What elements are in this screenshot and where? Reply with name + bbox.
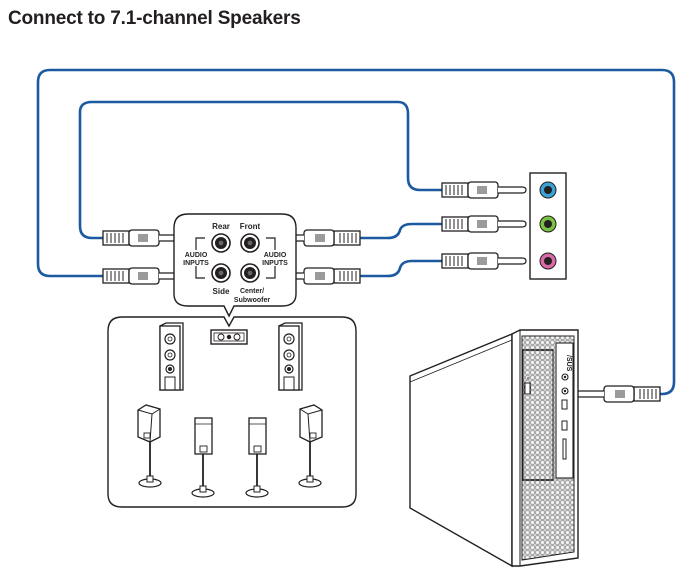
label-audio-inputs-right-2: INPUTS (262, 260, 288, 267)
front-right-speaker-icon (278, 322, 303, 391)
plug-pc-front (575, 385, 661, 403)
hub-jack-rear[interactable] (211, 233, 231, 253)
center-speaker-icon (210, 329, 248, 345)
label-audio-inputs-left-1: AUDIO (185, 252, 208, 259)
cable-inner (78, 100, 452, 240)
pc-brand-logo: /SUS (565, 355, 572, 372)
label-audio-inputs-right-1: AUDIO (264, 252, 287, 259)
plug-mic-in (441, 252, 527, 270)
speaker-input-hub: Rear Front Side Center/ Subwoofer AUDIO … (173, 213, 297, 318)
hub-jack-front[interactable] (240, 233, 260, 253)
label-center: Center/ (240, 288, 264, 295)
speaker-set (107, 316, 357, 508)
rear-audio-panel (529, 172, 567, 280)
plug-line-in (441, 181, 527, 199)
plug-line-out (441, 215, 527, 233)
cable-outer (36, 68, 676, 396)
rear-left-speaker-icon (191, 417, 215, 498)
pc-usb-port-1[interactable] (561, 399, 568, 410)
front-left-speaker-icon (159, 322, 184, 391)
page-title: Connect to 7.1-channel Speakers (8, 8, 301, 29)
pc-usb-port-2[interactable] (561, 420, 568, 431)
hub-jack-side[interactable] (211, 263, 231, 283)
desktop-pc-icon: /SUS (409, 329, 579, 568)
side-left-speaker-icon (137, 404, 162, 488)
pc-card-reader (562, 438, 567, 460)
rear-right-speaker-icon (245, 417, 269, 498)
cables (36, 68, 676, 396)
label-front: Front (240, 222, 261, 231)
hub-jack-center-subwoofer[interactable] (240, 263, 260, 283)
cable-center (360, 259, 452, 278)
side-right-speaker-icon (298, 404, 323, 488)
cable-front (360, 222, 452, 240)
label-audio-inputs-left-2: INPUTS (183, 260, 209, 267)
jack-mic-in[interactable] (539, 252, 557, 270)
label-subwoofer: Subwoofer (234, 297, 270, 304)
jack-line-in[interactable] (539, 181, 557, 199)
jack-line-out[interactable] (539, 215, 557, 233)
label-side: Side (213, 287, 230, 296)
label-rear: Rear (212, 222, 230, 231)
